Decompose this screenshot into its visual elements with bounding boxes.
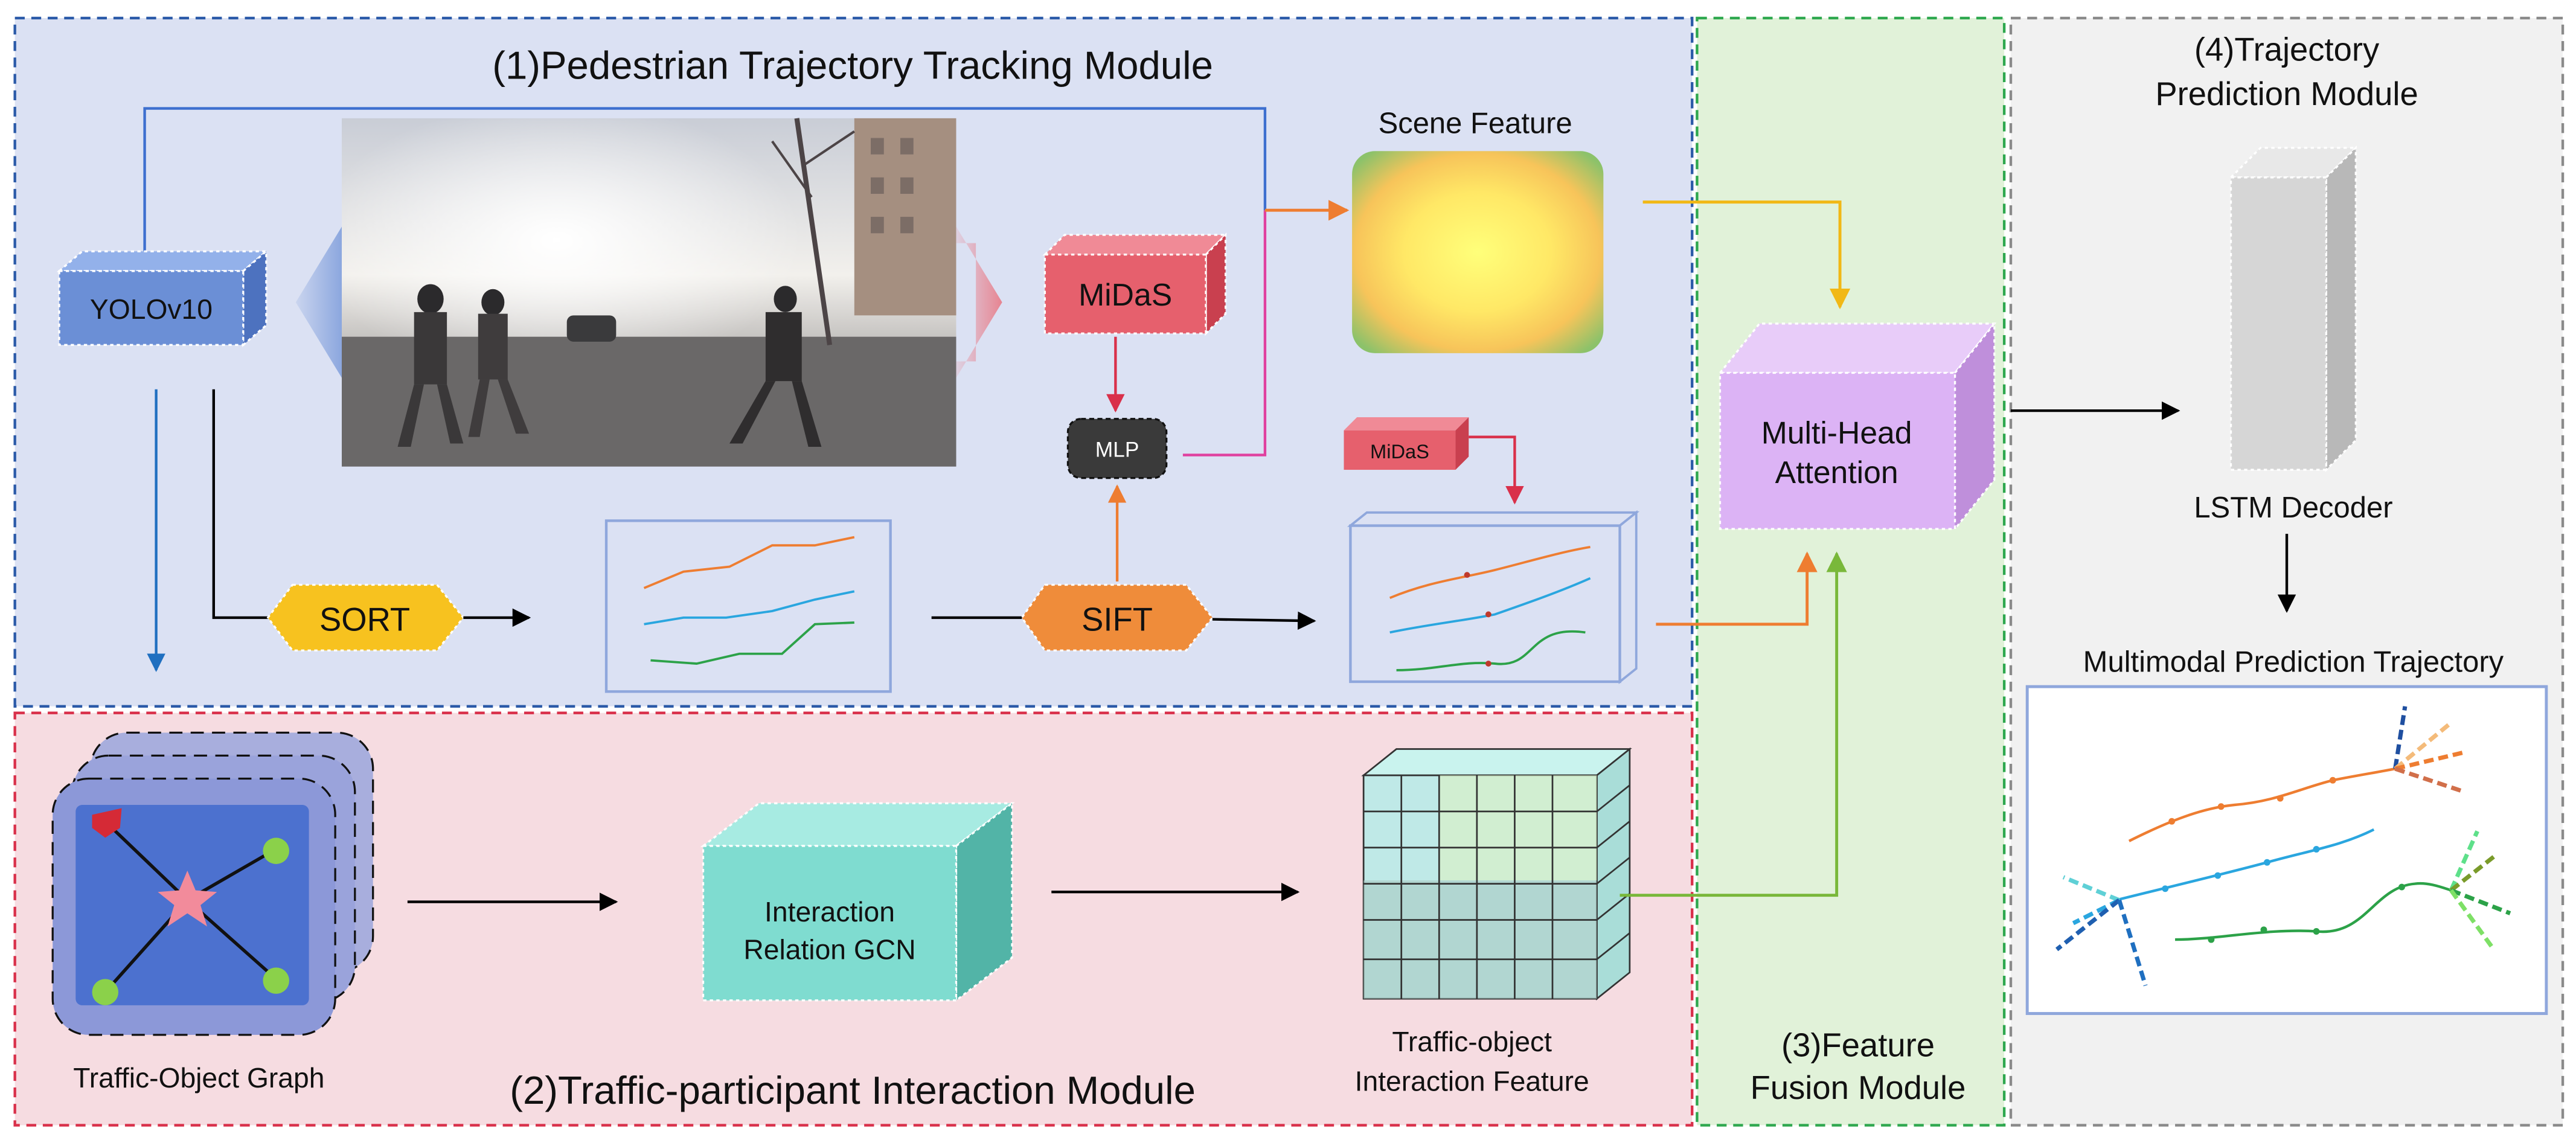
tracking-module-title: (1)Pedestrian Trajectory Tracking Module xyxy=(492,43,1213,88)
mha-label-1: Multi-Head xyxy=(1761,415,1912,450)
gcn-label-2: Relation GCN xyxy=(743,934,915,965)
midas-small-label: MiDaS xyxy=(1370,440,1429,463)
tracked-trajectories-box xyxy=(604,519,892,693)
mlp-block: MLP xyxy=(1066,418,1168,479)
midas-block: MiDaS xyxy=(1042,232,1228,336)
interaction-feature-grid xyxy=(1361,747,1632,1001)
sift-label: SIFT xyxy=(1081,601,1153,638)
yolo-to-sort-connector xyxy=(212,389,268,620)
scene-feature-map xyxy=(1352,151,1604,353)
prediction-module-title-1: (4)Trajectory xyxy=(2194,31,2380,68)
feature-label-2: Interaction Feature xyxy=(1355,1065,1589,1097)
feature-label-1: Traffic-object xyxy=(1392,1026,1552,1057)
feature-to-attention-arrow xyxy=(1620,551,1847,897)
multimodal-trajectory-box xyxy=(2025,685,2548,1015)
street-photo xyxy=(342,118,956,467)
midas-small-arrow xyxy=(1469,435,1524,505)
depth-trajectories-box xyxy=(1347,510,1640,684)
fusion-module-title-2: Fusion Module xyxy=(1751,1069,1966,1106)
multimodal-label: Multimodal Prediction Trajectory xyxy=(2083,646,2504,679)
gcn-block: Interaction Relation GCN xyxy=(700,801,1015,1003)
traffic-object-graph xyxy=(51,731,374,1036)
gcn-label-1: Interaction xyxy=(764,896,895,927)
sort-block: SORT xyxy=(266,583,465,652)
tracks-to-attention-arrow xyxy=(1656,551,1818,626)
yolo-label: YOLOv10 xyxy=(90,293,213,325)
lstm-label: LSTM Decoder xyxy=(2194,492,2392,524)
midas-label: MiDaS xyxy=(1078,277,1172,312)
yolo-top-connector xyxy=(143,107,1267,255)
mlp-label: MLP xyxy=(1095,438,1139,461)
graph-label: Traffic-Object Graph xyxy=(73,1062,324,1094)
sift-block: SIFT xyxy=(1020,583,1214,652)
photo-to-midas-arrow xyxy=(956,226,1002,378)
sift-to-tracks-arrow xyxy=(1212,611,1316,630)
midas-small-block: MiDaS xyxy=(1344,417,1469,470)
prediction-module-title-2: Prediction Module xyxy=(2155,75,2418,112)
mha-label-2: Attention xyxy=(1775,455,1898,490)
scene-to-attention-arrow xyxy=(1642,200,1851,310)
multi-head-attention-block: Multi-Head Attention xyxy=(1718,321,1997,532)
interaction-module-title: (2)Traffic-participant Interaction Modul… xyxy=(510,1068,1196,1112)
yolo-block: YOLOv10 xyxy=(56,249,269,347)
mlp-to-scene-connector xyxy=(1182,210,1267,456)
fusion-module-title-1: (3)Feature xyxy=(1781,1026,1935,1063)
fusion-module-panel xyxy=(1696,16,2006,1127)
sort-label: SORT xyxy=(319,601,410,638)
lstm-decoder-block xyxy=(2228,145,2359,472)
scene-feature-label: Scene Feature xyxy=(1379,107,1572,139)
